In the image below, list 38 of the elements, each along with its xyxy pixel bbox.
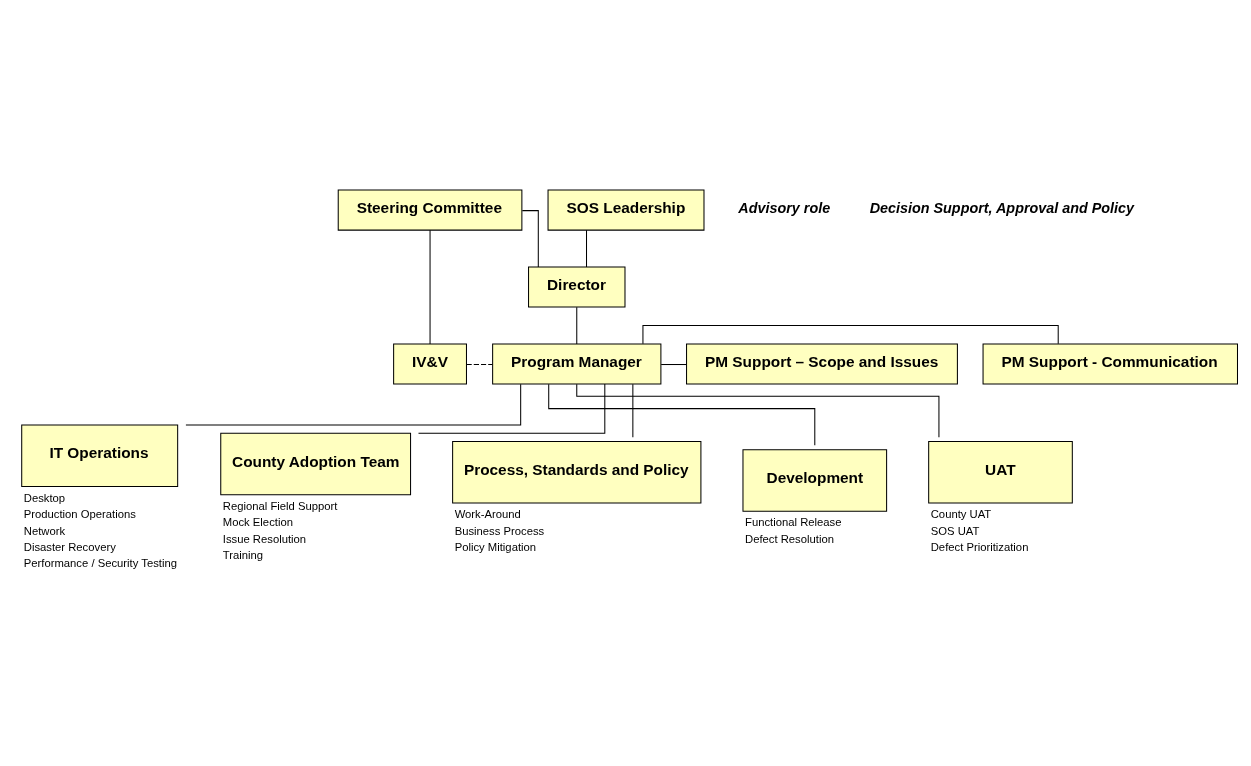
node-label: Work-Around bbox=[454, 507, 521, 520]
node-label: Training bbox=[222, 548, 264, 561]
node-label: Regional Field Support bbox=[222, 499, 338, 512]
node-label: Performance / Security Testing bbox=[23, 556, 177, 569]
node-label: Policy Mitigation bbox=[454, 540, 537, 553]
node-box: Director bbox=[528, 266, 626, 308]
node-label: Network bbox=[23, 524, 66, 537]
connector bbox=[417, 383, 606, 434]
node-label: Issue Resolution bbox=[222, 532, 307, 545]
label: Advisory role bbox=[738, 199, 831, 216]
node-label: Defect Resolution bbox=[745, 532, 834, 545]
connector bbox=[429, 229, 431, 344]
connector bbox=[642, 324, 1059, 344]
node-box: PM Support – Scope and Issues bbox=[686, 343, 958, 385]
node-box: Program Manager bbox=[492, 343, 662, 385]
node-box: IV&V bbox=[393, 343, 467, 385]
connector bbox=[466, 363, 493, 365]
node-label: County UAT bbox=[930, 507, 992, 520]
node-label: Desktop bbox=[23, 491, 66, 504]
connector bbox=[185, 383, 522, 426]
node-box: SOS Leadership bbox=[547, 189, 705, 231]
connector bbox=[521, 209, 539, 267]
node-box: PM Support - Communication bbox=[982, 343, 1238, 385]
node-label: Mock Election bbox=[222, 515, 293, 528]
node-label: Business Process bbox=[454, 524, 545, 537]
node-box: Steering Committee bbox=[337, 189, 523, 231]
node-label: Functional Release bbox=[745, 515, 842, 528]
connector bbox=[548, 383, 816, 446]
connector bbox=[586, 229, 588, 267]
connector bbox=[632, 383, 634, 438]
node-label: Defect Prioritization bbox=[930, 540, 1029, 553]
node-label: SOS UAT bbox=[930, 524, 980, 537]
connector bbox=[660, 363, 687, 365]
connector bbox=[576, 383, 940, 438]
node-label: Production Operations bbox=[23, 507, 136, 520]
connector bbox=[576, 306, 578, 344]
node-label: Disaster Recovery bbox=[23, 540, 116, 553]
label: Decision Support, Approval and Policy bbox=[869, 199, 1135, 216]
